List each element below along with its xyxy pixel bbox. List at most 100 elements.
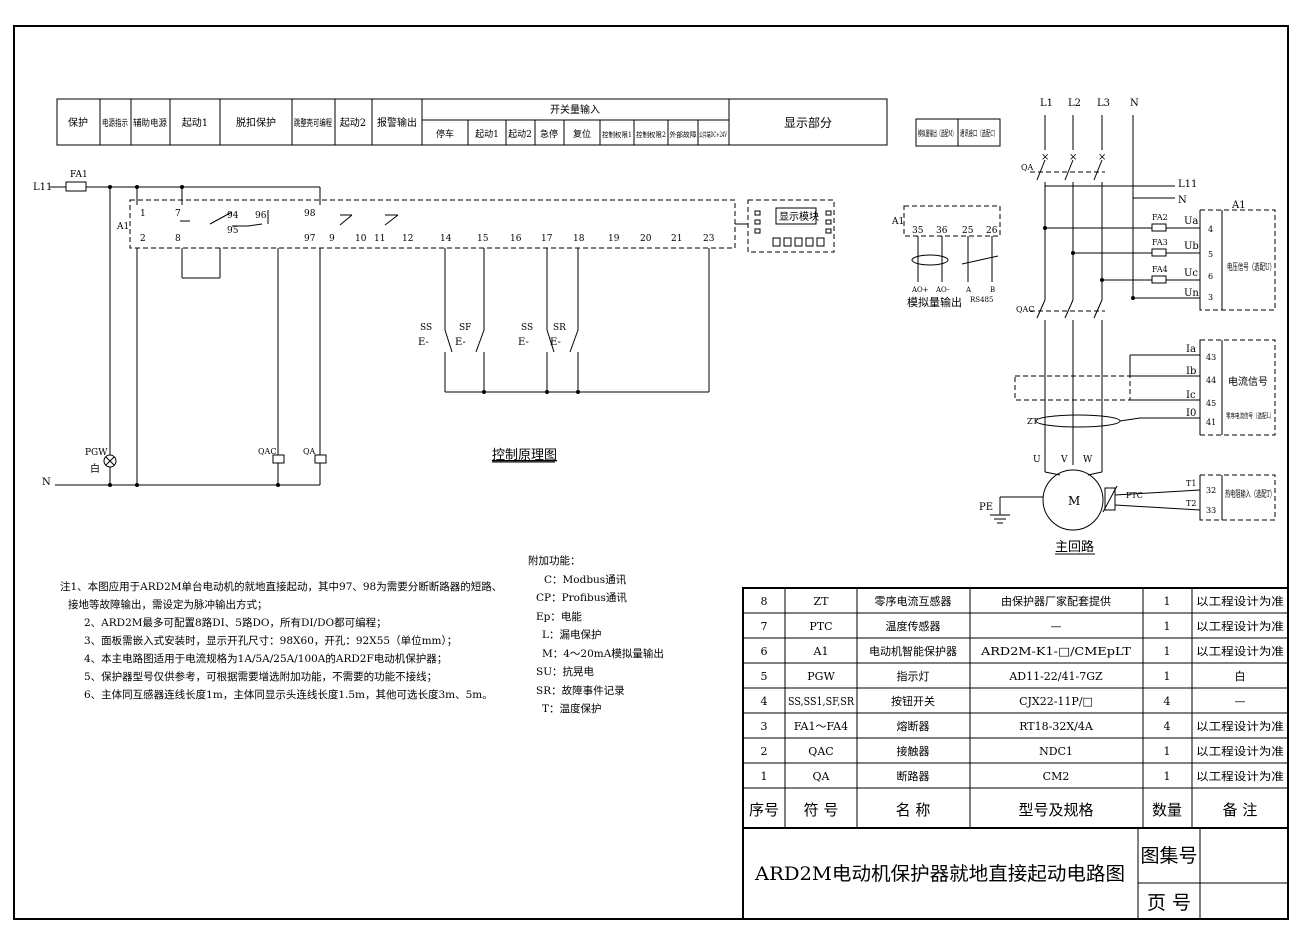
cur-ia: Ia [1186,344,1196,355]
bom-qty: 1 [1164,645,1171,658]
analog-a: A [965,286,972,294]
analog-ao-minus: AO- [935,286,950,294]
term-7: 7 [175,209,181,219]
cterm-41: 41 [1206,418,1216,427]
bom-no: 2 [761,745,768,758]
cterm-43: 43 [1206,353,1216,362]
bom-no: 4 [761,695,768,708]
header-ctrl-auth1: 控制权限1 [602,130,632,139]
zt-icon [1035,414,1121,428]
bom-no: 1 [761,770,768,783]
header-in-start2: 起动2 [508,129,532,140]
bom-remark: 以工程设计为准 [1196,745,1284,758]
a1-label: A1 [116,222,129,232]
term-18: 18 [573,234,585,244]
cur-ic: Ic [1186,390,1196,401]
header-aux-power: 辅助电源 [133,117,167,129]
term-97: 97 [304,234,316,244]
analog-term-36: 36 [936,226,948,236]
coil-qac-label: QAC [258,447,276,456]
bom-name: 指示灯 [897,669,930,683]
coil-qac-icon [272,454,285,464]
atlas-number-label: 图集号 [1140,845,1197,867]
addon-item: CP：Profibus通讯 [536,592,627,604]
bom-model: 由保护器厂家配套提供 [1001,594,1111,608]
term-20: 20 [640,234,652,244]
bom-name: 零序电流互感器 [875,594,952,608]
term-1: 1 [140,209,146,219]
btn-ss1-icon: E- [418,337,429,348]
motor-w: W [1083,455,1093,465]
n-label: N [42,477,51,488]
analog-term-35: 35 [912,226,924,236]
bom-model: CM2 [1043,770,1070,783]
bus-n: N [1178,195,1187,206]
thermal-t1: T1 [1186,479,1196,488]
term-2: 2 [140,234,146,244]
motor-u: U [1033,455,1041,465]
phase-l2: L2 [1068,98,1081,109]
analog-caption: 模拟量输出 [907,295,962,309]
bom-qty: 1 [1164,770,1171,783]
note-line: 3、面板需嵌入式安装时，显示开孔尺寸：98X60，开孔：92X55（单位mm）； [84,635,458,647]
analog-b: B [990,286,995,294]
pe-label: PE [979,502,993,513]
header-programmable: 跳整壳可编程 [294,117,332,129]
analog-output-block: A1 35 36 25 26 AO+ AO- A B RS485 模拟量输出 [891,205,1001,309]
bom-header: 数量 [1152,801,1182,819]
header-alarm-output: 报警输出 [377,116,417,129]
control-circuit: L11 FA1 A1 1 2 7 8 94 95 96 98 97 9 10 1… [33,170,835,488]
bom-model: RT18-32X/4A [1019,720,1094,733]
bom-qty: 1 [1164,620,1171,633]
bom-header: 型号及规格 [1018,801,1093,819]
cterm-45: 45 [1206,399,1216,408]
header-ctrl-auth2: 控制权限2 [636,130,666,139]
note-line: 5、保护器型号仅供参考，可根据需要增选附加功能，不需要的功能不接线； [84,671,438,683]
addon-item: L：漏电保护 [542,629,602,641]
term-11: 11 [374,234,385,244]
motor-icon [1042,469,1104,531]
coil-qa-icon [314,454,327,464]
header-stop: 停车 [436,128,454,140]
vterm-5: 5 [1208,250,1213,259]
header-protect: 保护 [68,116,88,129]
qa-x2: × [1069,152,1077,163]
addons-title: 附加功能： [528,555,581,567]
addon-item: Ep：电能 [536,610,582,623]
pgw-label: PGW [85,448,108,458]
btn-sr-label: SR [553,323,566,333]
bom-model: NDC1 [1039,745,1073,758]
bom-qty: 4 [1164,695,1171,708]
header-table: 保护 电源指示 辅助电源 起动1 脱扣保护 跳整壳可编程 起动2 报警输出 开关… [56,98,1001,147]
bom-name: 按钮开关 [891,694,935,708]
cur-ib: Ib [1186,366,1196,377]
bus-l11: L11 [1178,179,1197,190]
term-19: 19 [608,234,620,244]
voltage-signal: 电压信号（选配U） [1227,261,1275,273]
term-17: 17 [541,234,553,244]
bom-remark: — [1235,695,1246,708]
term-16: 16 [510,234,522,244]
bom-table [742,587,1289,829]
bom-symbol: A1 [813,645,829,658]
header-start1: 起动1 [182,117,208,129]
bom-no: 8 [761,595,768,608]
term-15: 15 [477,234,489,244]
addon-item: SU：抗晃电 [536,666,595,678]
addons-block: 附加功能： C：Modbus通讯 CP：Profibus通讯 Ep：电能 L：漏… [528,552,664,719]
bom-name: 电动机智能保护器 [869,644,957,658]
current-signal: 电流信号 [1228,375,1268,388]
header-analog-output: 模拟量输出（选配M） [918,128,956,138]
term-8: 8 [175,234,181,244]
bom-model: AD11-22/41-7GZ [1008,670,1103,683]
page-number-label: 页 号 [1147,892,1191,914]
qa-label: QA [1021,163,1034,172]
header-reset: 复位 [573,128,591,140]
btn-sf-icon: E- [455,337,466,348]
bom-remark: 以工程设计为准 [1196,645,1284,658]
header-comm-interface: 通讯接口（选配C） [960,128,998,138]
header-ext-fault: 外部故障 [670,130,697,139]
bom-symbol: ZT [814,595,830,608]
fuse-fa1 [65,181,87,192]
